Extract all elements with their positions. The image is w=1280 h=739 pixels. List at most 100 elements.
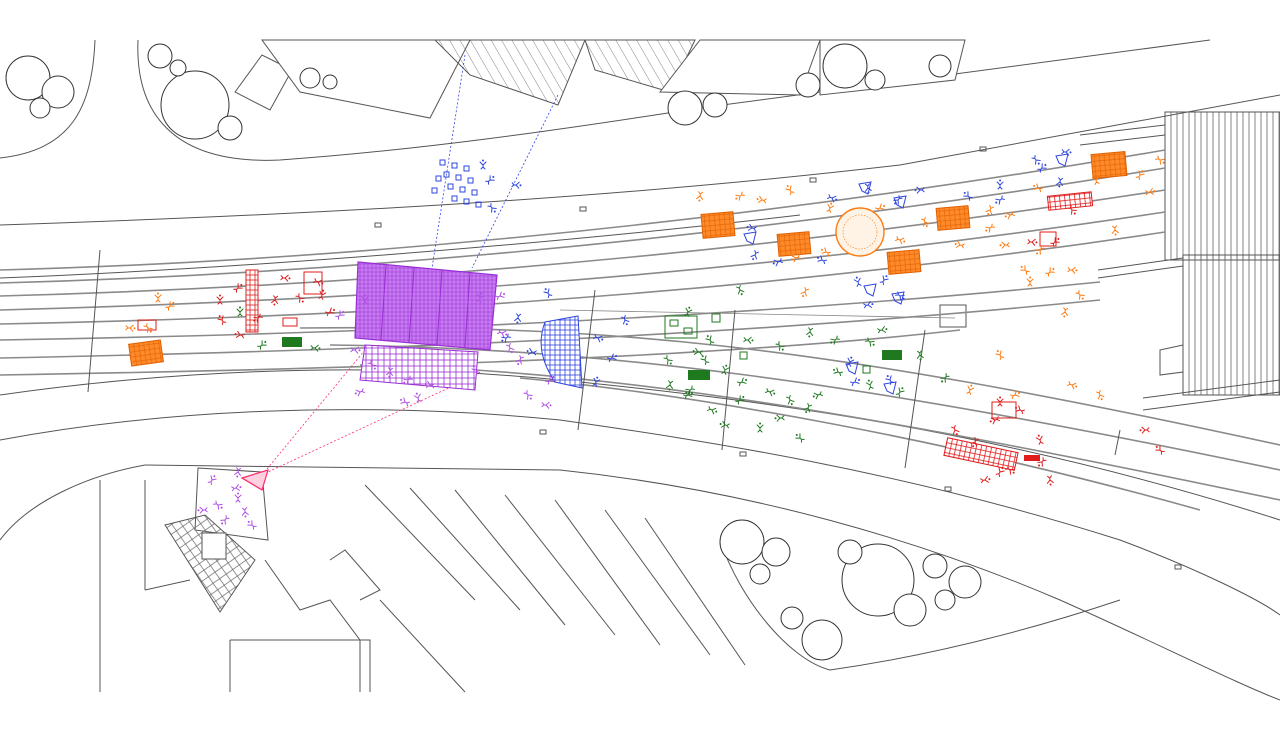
figure-icon xyxy=(875,203,886,213)
figure-icon xyxy=(692,347,703,356)
purple-canopy xyxy=(354,261,498,391)
figure-icon xyxy=(497,329,508,338)
figure-icon xyxy=(684,306,693,317)
figure-icon xyxy=(313,278,324,287)
figure-icon xyxy=(683,390,694,400)
figure-icon xyxy=(989,416,1000,425)
figure-icon xyxy=(354,388,365,397)
figure-icon xyxy=(1155,155,1165,165)
shade-sail-icon xyxy=(845,361,859,375)
figure-icon xyxy=(413,392,422,403)
figure-icon xyxy=(485,175,495,185)
shade-sail-icon xyxy=(893,195,907,209)
figure-icon xyxy=(685,385,695,395)
figure-icon xyxy=(1027,238,1038,246)
figure-icon xyxy=(367,360,377,370)
figure-icon xyxy=(1020,265,1030,275)
figure-icon xyxy=(1045,267,1055,277)
figure-icon xyxy=(750,250,759,261)
figure-icon xyxy=(1061,307,1069,318)
figure-icon xyxy=(216,294,224,305)
figure-icon xyxy=(827,194,838,203)
pink-shelter xyxy=(240,469,269,491)
figure-icon xyxy=(143,323,153,333)
figure-icon xyxy=(735,191,745,201)
figure-icon xyxy=(233,283,243,293)
view-lines xyxy=(261,54,559,476)
figure-icon xyxy=(247,520,257,530)
parking-lot xyxy=(364,484,746,666)
figure-icon xyxy=(700,355,710,365)
figure-icon xyxy=(1010,390,1021,400)
figure-icon xyxy=(795,433,805,443)
figure-icon xyxy=(295,293,305,303)
figure-icon xyxy=(234,467,242,478)
figure-icon xyxy=(985,205,994,216)
figure-icon xyxy=(501,333,511,343)
figure-icon xyxy=(1075,290,1085,300)
figure-icon xyxy=(995,195,1005,205)
context-layer xyxy=(0,39,1280,701)
figure-icon xyxy=(1026,276,1034,287)
figure-icon xyxy=(515,355,524,366)
figure-icon xyxy=(543,288,553,298)
figure-icon xyxy=(1067,381,1078,390)
figure-icon xyxy=(400,397,410,407)
figure-icon xyxy=(511,181,522,189)
figure-icon xyxy=(970,437,979,448)
shade-sail-icon xyxy=(863,283,877,297)
figure-icon xyxy=(280,274,291,282)
figure-icon xyxy=(996,396,1004,407)
figure-icon xyxy=(895,236,906,245)
people-layer xyxy=(125,148,1165,530)
figure-icon xyxy=(1145,187,1156,196)
figure-icon xyxy=(1135,170,1145,180)
figure-icon xyxy=(220,515,230,525)
figure-icon xyxy=(719,420,730,429)
orange-structures xyxy=(128,151,1128,367)
figure-icon xyxy=(234,330,245,339)
figure-icon xyxy=(1067,266,1078,274)
figure-icon xyxy=(479,159,487,170)
figure-icon xyxy=(999,241,1010,249)
figure-icon xyxy=(821,247,831,257)
figure-icon xyxy=(154,292,162,303)
figure-icon xyxy=(1111,225,1119,236)
figure-icon xyxy=(197,506,208,514)
figure-icon xyxy=(335,310,345,320)
figure-icon xyxy=(765,388,776,397)
figure-icon xyxy=(165,301,175,311)
figure-icon xyxy=(231,483,242,492)
figure-icon xyxy=(746,223,757,232)
figure-icon xyxy=(774,414,785,422)
figure-icon xyxy=(756,422,764,433)
figure-icon xyxy=(1056,177,1064,188)
figure-icon xyxy=(1046,475,1054,486)
figure-icon xyxy=(696,191,704,202)
figure-icon xyxy=(476,292,485,303)
figure-icon xyxy=(786,395,795,406)
figure-icon xyxy=(592,376,601,387)
figure-icon xyxy=(1139,426,1150,434)
figure-icon xyxy=(271,295,279,306)
figure-icon xyxy=(963,191,973,201)
figure-icon xyxy=(879,275,889,285)
figure-icon xyxy=(1155,445,1165,455)
figure-icon xyxy=(1005,465,1015,475)
figure-icon xyxy=(736,285,745,296)
figure-icon xyxy=(812,391,823,400)
tree-icon xyxy=(5,43,952,141)
figure-icon xyxy=(593,334,604,343)
figure-icon xyxy=(743,336,754,344)
figure-icon xyxy=(806,327,814,338)
figure-icon xyxy=(495,291,506,301)
figure-icon xyxy=(1037,457,1047,467)
figure-icon xyxy=(826,202,835,213)
figure-icon xyxy=(833,367,843,377)
figure-icon xyxy=(996,179,1004,190)
figure-icon xyxy=(207,475,217,485)
figure-icon xyxy=(666,380,674,391)
figure-icon xyxy=(966,384,975,395)
figure-icon xyxy=(318,289,327,300)
